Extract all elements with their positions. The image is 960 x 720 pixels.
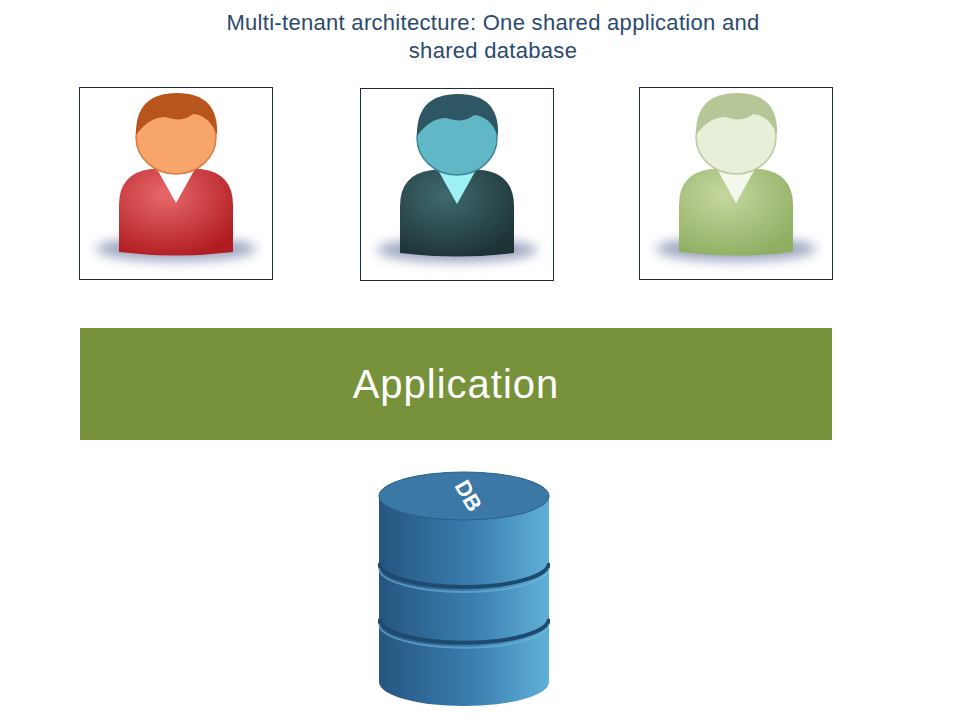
band-label: Application: [353, 362, 560, 407]
user-icon: [80, 88, 273, 280]
diagram-title: Multi-tenant architecture: One shared ap…: [208, 9, 778, 65]
database-cylinder: DB: [378, 470, 550, 708]
user-icon: [361, 89, 554, 281]
application-band: Application: [80, 328, 832, 440]
user-icon: [640, 88, 833, 280]
